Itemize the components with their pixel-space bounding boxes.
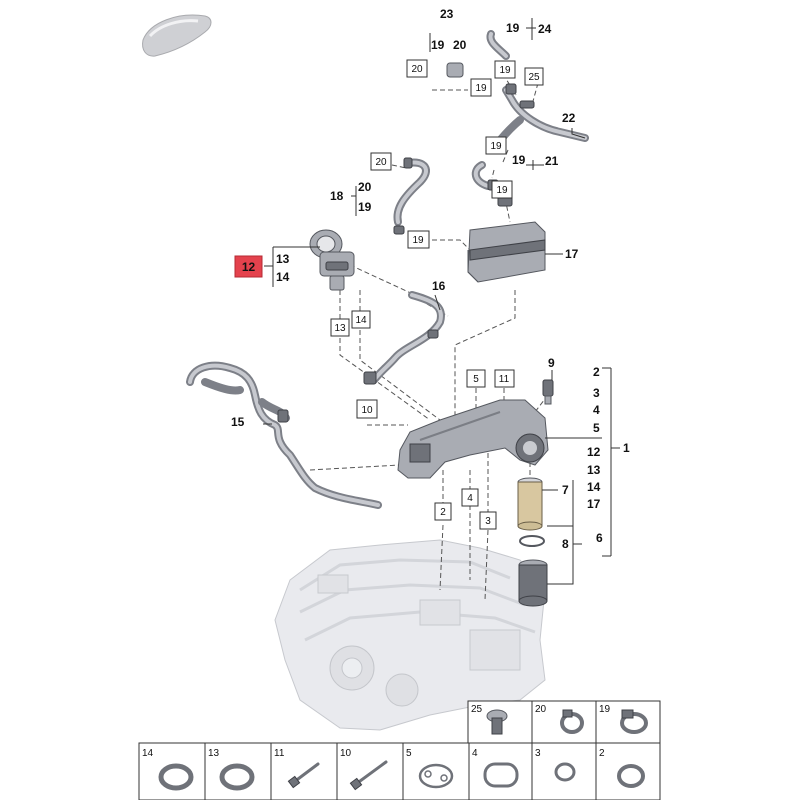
callout-6: 6 xyxy=(596,531,603,545)
grid-label-2: 2 xyxy=(599,748,605,759)
callout-15: 15 xyxy=(231,415,245,429)
boxed-19-d: 19 xyxy=(496,185,508,196)
callout-19-top: 19 xyxy=(431,38,445,52)
oil-sensor xyxy=(542,379,554,405)
callout-7: 7 xyxy=(562,483,569,497)
boxed-14: 14 xyxy=(355,315,367,326)
oil-filter-element xyxy=(517,477,543,531)
oil-filter-housing xyxy=(397,399,549,479)
engine-block xyxy=(274,539,546,731)
highlighted-part-callout[interactable]: 12 xyxy=(234,255,263,278)
callout-23: 23 xyxy=(440,7,454,21)
grid-label-19: 19 xyxy=(599,704,611,715)
grid-label-25: 25 xyxy=(471,704,483,715)
parts-grid-bottom: 14 13 11 10 5 4 3 2 xyxy=(138,742,661,800)
gasket-14-icon xyxy=(158,763,194,791)
grid-label-14: 14 xyxy=(142,748,154,759)
callout-19-hose: 19 xyxy=(506,21,520,35)
connection-lines xyxy=(309,73,549,601)
boxed-refs: 20 19 25 19 19 20 19 19 13 14 5 11 10 4 … xyxy=(330,59,544,530)
callout-13: 13 xyxy=(276,252,290,266)
callout-16: 16 xyxy=(432,279,446,293)
boxed-2: 2 xyxy=(440,507,446,518)
boxed-20-top: 20 xyxy=(411,64,423,75)
grid-label-10: 10 xyxy=(340,748,352,759)
boxed-25: 25 xyxy=(528,72,540,83)
parts-grid-top: 25 20 19 xyxy=(467,700,661,744)
clamps xyxy=(277,62,535,423)
bolt-25-icon xyxy=(486,709,508,735)
callout-19-left: 19 xyxy=(358,200,372,214)
grid-label-11: 11 xyxy=(274,748,285,759)
callout-group-4: 4 xyxy=(593,403,600,417)
grid-label-13: 13 xyxy=(208,748,220,759)
filter-cap xyxy=(518,559,548,607)
callout-group-13: 13 xyxy=(587,463,601,477)
callout-14: 14 xyxy=(276,270,290,284)
boxed-4: 4 xyxy=(467,493,473,504)
callout-group-2: 2 xyxy=(593,365,600,379)
callout-21: 21 xyxy=(545,154,559,168)
leader-lines xyxy=(263,18,620,585)
clamp-19-icon xyxy=(620,709,648,734)
clamp-20-icon xyxy=(560,709,584,734)
boxed-10: 10 xyxy=(361,405,373,416)
callout-group-5: 5 xyxy=(593,421,600,435)
vehicle-icon xyxy=(142,14,212,57)
boxed-19-a: 19 xyxy=(499,65,511,76)
bolt-11-icon xyxy=(287,762,320,789)
grid-label-3: 3 xyxy=(535,748,541,759)
boxed-20-mid: 20 xyxy=(375,157,387,168)
thermostat-housing xyxy=(309,229,355,291)
gasket-13-icon xyxy=(219,763,255,791)
callout-19-mid: 19 xyxy=(512,153,526,167)
callout-22: 22 xyxy=(562,111,576,125)
callout-20-left: 20 xyxy=(358,180,372,194)
highlight-label: 12 xyxy=(242,260,256,274)
boxed-3: 3 xyxy=(485,516,491,527)
callout-8: 8 xyxy=(562,537,569,551)
grid-label-4: 4 xyxy=(472,748,478,759)
grid-label-5: 5 xyxy=(406,748,412,759)
boxed-19-c: 19 xyxy=(490,141,502,152)
seal-5-icon xyxy=(418,763,454,789)
callout-numbers: 23 19 20 19 24 22 19 21 18 20 19 17 13 1… xyxy=(231,7,630,551)
callout-group-3: 3 xyxy=(593,386,600,400)
boxed-5: 5 xyxy=(473,374,479,385)
callout-18: 18 xyxy=(330,189,344,203)
callout-24: 24 xyxy=(538,22,552,36)
o-ring-2-icon xyxy=(617,764,645,788)
bolt-10-icon xyxy=(349,760,388,791)
oil-cooler xyxy=(467,221,546,283)
o-ring-3-icon xyxy=(554,762,576,782)
o-ring xyxy=(519,535,545,547)
boxed-11: 11 xyxy=(499,374,510,385)
callout-group-14: 14 xyxy=(587,480,601,494)
callout-20-top: 20 xyxy=(453,38,467,52)
callout-group-12: 12 xyxy=(587,445,601,459)
callout-group-17: 17 xyxy=(587,497,601,511)
boxed-13: 13 xyxy=(334,323,346,334)
coolant-hoses xyxy=(186,30,589,509)
seal-4-icon xyxy=(483,762,519,788)
grid-label-20: 20 xyxy=(535,704,547,715)
boxed-19-e: 19 xyxy=(412,235,424,246)
callout-17: 17 xyxy=(565,247,579,261)
callout-1: 1 xyxy=(623,441,630,455)
boxed-19-b: 19 xyxy=(475,83,487,94)
callout-9: 9 xyxy=(548,356,555,370)
